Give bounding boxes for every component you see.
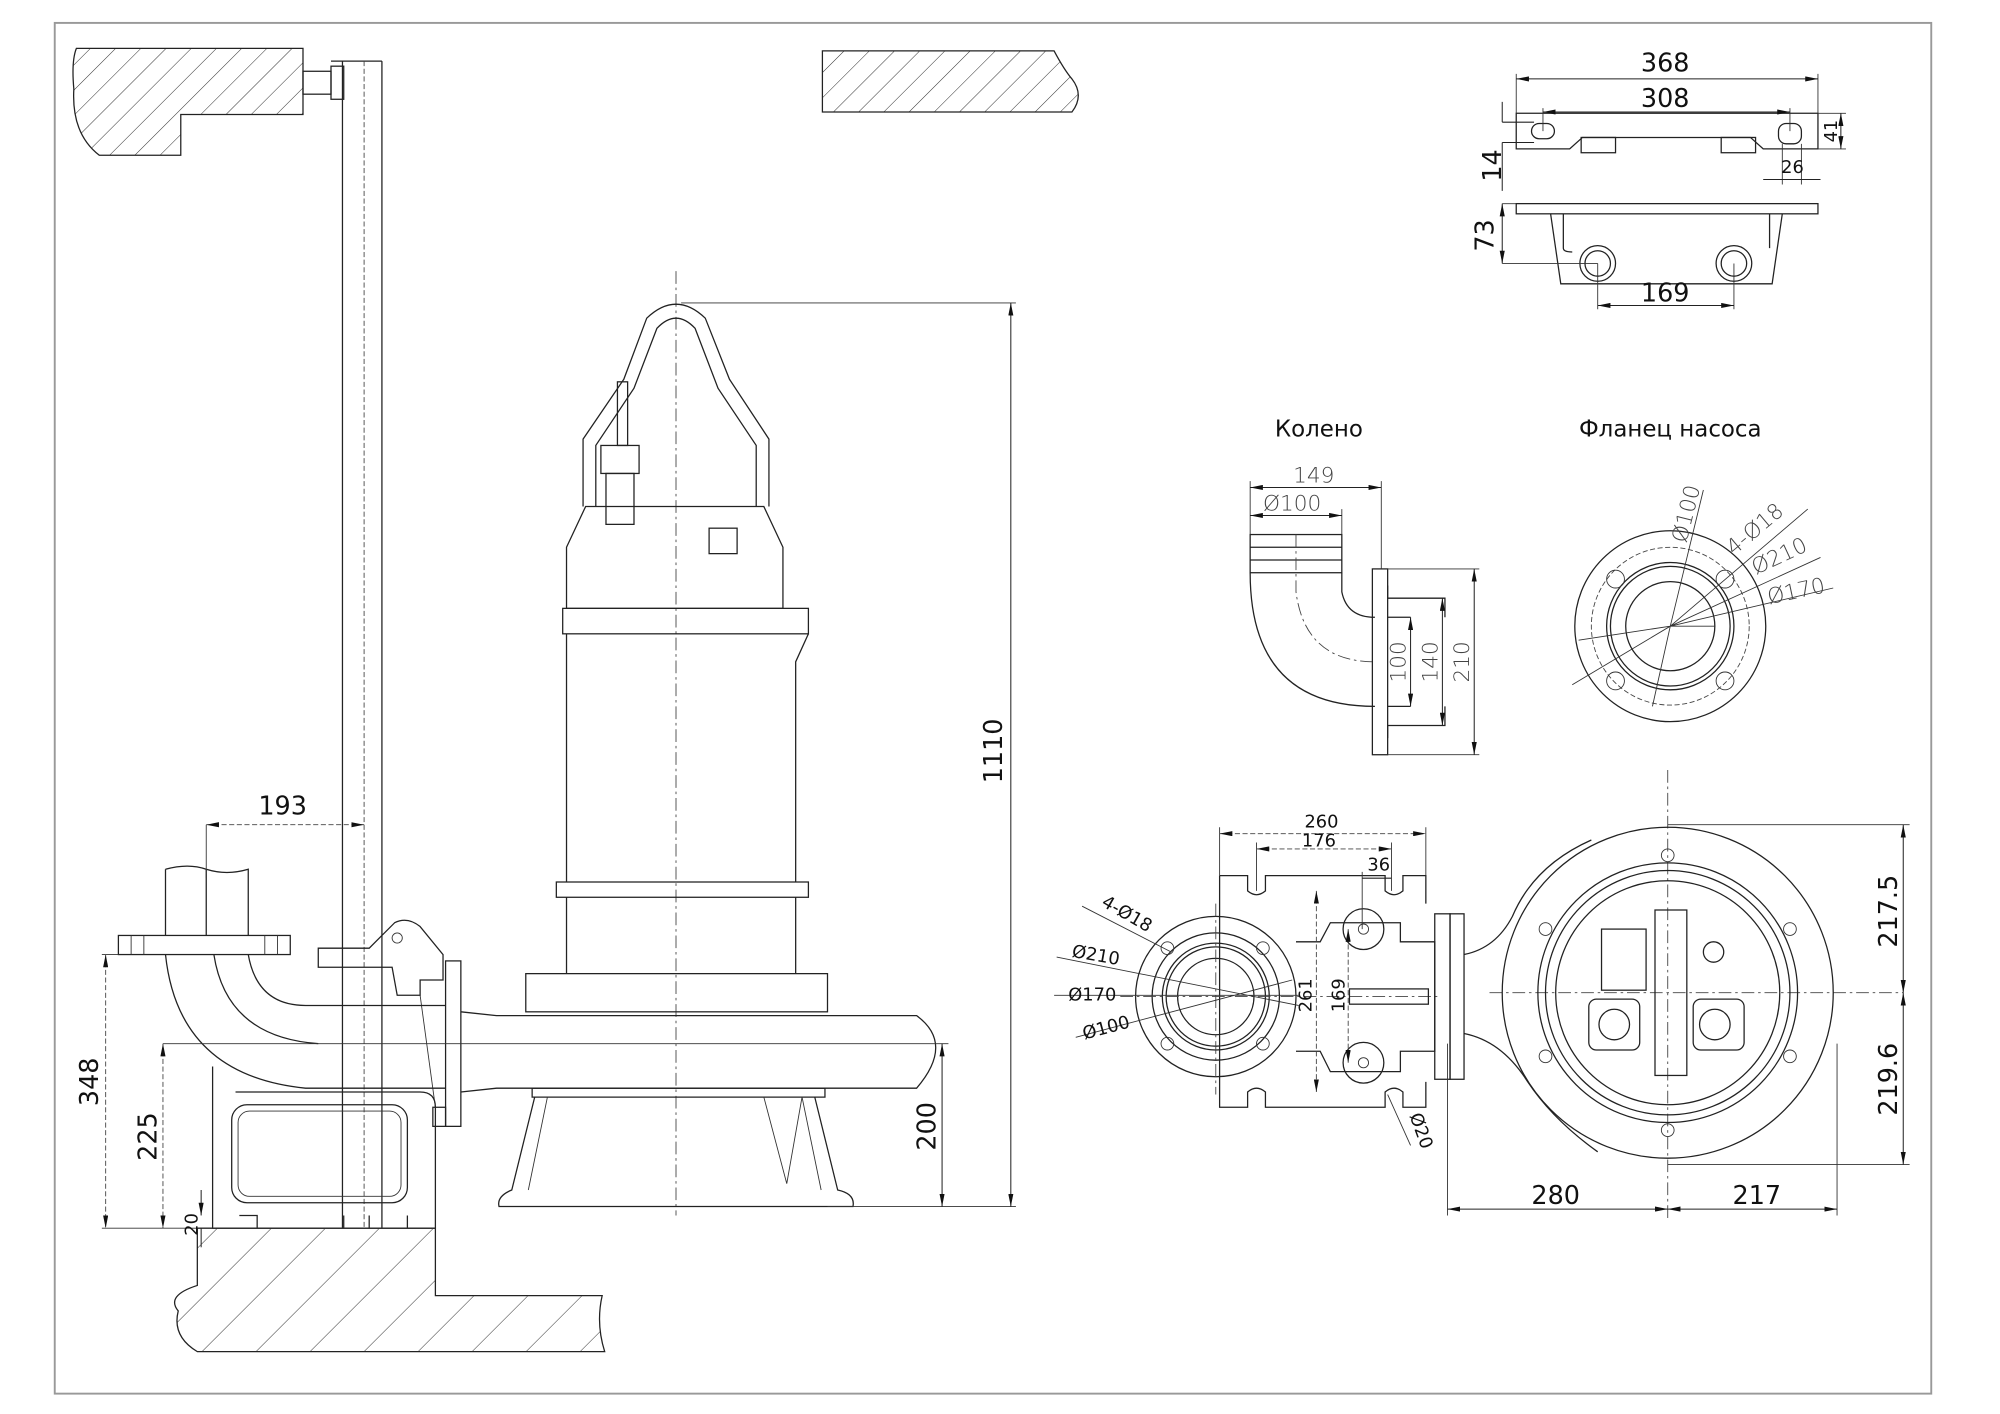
dim-d170-pump: Ø170	[1765, 574, 1827, 611]
dim-41: 41	[1821, 120, 1842, 143]
dim-217-5: 217.5	[1874, 875, 1904, 948]
dim-176: 176	[1302, 830, 1336, 851]
guide-rail	[330, 60, 383, 1229]
elbow-title: Колено	[1275, 417, 1363, 443]
dim-d100-base: Ø100	[1080, 1012, 1132, 1045]
dim-261: 261	[1295, 978, 1316, 1012]
dim-280: 280	[1531, 1181, 1580, 1211]
dim-36: 36	[1367, 855, 1390, 876]
side-view: 1110 200 193 348 225 20	[72, 47, 1079, 1353]
ceiling-hatch-left	[72, 47, 304, 156]
dim-169-bracket: 169	[1641, 279, 1690, 309]
pump-top-view: 217.5 219.6 280 217	[1447, 770, 1910, 1222]
dim-d210-base: Ø210	[1070, 941, 1121, 970]
dim-210-elbow: 210	[1450, 641, 1475, 682]
pump-base	[498, 1096, 854, 1208]
drawing-frame	[53, 21, 1933, 1395]
foundation-hatch	[174, 1227, 606, 1353]
dim-308: 308	[1641, 84, 1690, 114]
pump-volute	[460, 1011, 937, 1093]
dim-73: 73	[1470, 219, 1500, 251]
dim-149: 149	[1293, 463, 1334, 488]
dim-219-6: 219.6	[1874, 1043, 1904, 1116]
pump-flange-view: Фланец насоса Ø100 4-Ø18 Ø210 Ø170	[1572, 417, 1834, 723]
ceiling-hatch-center	[821, 50, 1079, 113]
pump-flange-title: Фланец насоса	[1579, 417, 1762, 443]
base-flange-view: 260 176 36 261 169 4-Ø18 Ø210 Ø170 Ø100 …	[1054, 811, 1465, 1152]
elbow-view: Колено 149 Ø100 100 140 210	[1249, 417, 1480, 756]
dim-d170-base: Ø170	[1068, 984, 1116, 1005]
dim-225: 225	[134, 1112, 164, 1161]
dim-200: 200	[913, 1102, 943, 1151]
dim-169-base: 169	[1328, 978, 1349, 1012]
dim-260: 260	[1304, 811, 1338, 832]
dim-d100-elbow: Ø100	[1263, 491, 1321, 516]
discharge-pipe	[164, 865, 249, 936]
dim-1110: 1110	[979, 719, 1009, 784]
coupling-base	[211, 1066, 437, 1229]
dim-217: 217	[1733, 1181, 1782, 1211]
dim-348: 348	[75, 1058, 105, 1107]
dim-368: 368	[1641, 48, 1690, 78]
dim-100-elbow: 100	[1386, 641, 1411, 682]
dim-d20: Ø20	[1405, 1110, 1437, 1152]
motor-housing	[565, 505, 784, 609]
dim-14: 14	[1478, 149, 1508, 181]
bracket-view: 368 308 14 41 26 73 169	[1470, 48, 1846, 310]
dim-26: 26	[1781, 157, 1804, 178]
dim-193: 193	[258, 792, 307, 822]
dim-20: 20	[181, 1213, 202, 1236]
dim-4d18-base: 4-Ø18	[1098, 891, 1156, 936]
dim-140-elbow: 140	[1418, 641, 1443, 682]
lifting-handle	[582, 303, 770, 507]
